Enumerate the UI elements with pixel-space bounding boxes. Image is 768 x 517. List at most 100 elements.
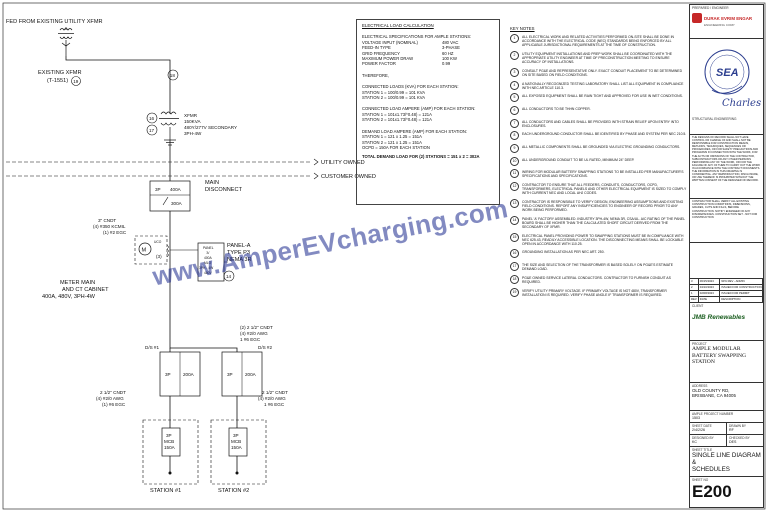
cndt-3in-line-1: 3" CNDT [98, 218, 116, 223]
key-note-number-bubble: 5 [510, 93, 519, 103]
address-line-2: BRISBANE, CA 94005 [692, 393, 736, 398]
key-note-number-bubble: 16 [510, 249, 519, 259]
station-1-load-dot [168, 471, 172, 475]
contractor-note-cell: CONTRACTOR SHALL VERIFY ALL EXISTING CON… [690, 199, 763, 243]
key-note-bubble-16 [146, 112, 158, 124]
revision-desc: ISSUED FOR CONSTRUCTION [721, 285, 763, 290]
cndt-25-top-line-3: 1 #6 EGC [240, 337, 261, 342]
sheet-title-label: SHEET TITLE [692, 448, 713, 452]
key-note-number-bubble: 1 [510, 34, 519, 44]
calc-amp-line: STATION 1 = 101x1.73/*0.48) = 121A [362, 111, 432, 117]
key-note-text: CONTRACTOR IS RESPONSIBLE TO VERIFY DESI… [522, 199, 684, 212]
key-note-text: CONSULT PG&E AND REPRESENTATIVE ONLY. EX… [522, 68, 683, 77]
bubble-18-label: 18 [170, 73, 176, 78]
bubble-17-label: 17 [149, 128, 155, 133]
spec-key: GRID FREQUENCY [362, 50, 400, 56]
revision-desc: 90% REV - ADMIN [720, 279, 763, 284]
key-note-number-bubble: 13 [510, 198, 519, 208]
revision-no: REV [690, 297, 699, 302]
key-note-number-bubble: 6 [510, 106, 519, 115]
panel-a-label-2: TYPE P3 [227, 250, 250, 256]
calc-therefore: THEREFORE, [362, 72, 389, 78]
project-cell: PROJECT AMPLE MODULAR BATTERY SWAPPING S… [690, 341, 763, 383]
key-note-text: ALL UNDERGROUND CONDUIT TO BE UL RATED, … [522, 157, 635, 162]
client-cell: CLIENT JMB Renewables [690, 303, 763, 341]
calc-demand-line: STATION 1 = 121 x 1.25 = 151A [362, 134, 422, 140]
panel-box-line-2: 'A' [206, 251, 210, 255]
calc-demand-line: STATION 2 = 121 x 1.25 = 151A [362, 139, 422, 145]
key-note-text: GROUNDING INSTALLATION AS PER NEC ART. 2… [522, 250, 605, 255]
designed-by-field: DESIGNED BY KC [690, 435, 727, 446]
spec-key: VOLTAGE INPUT (NOMINAL) [362, 39, 418, 45]
main-disconnect-amps: 400A [170, 187, 182, 192]
key-note-number-bubble: 8 [510, 131, 519, 141]
key-note-number-bubble: 3 [510, 67, 519, 77]
cndt-25-top-line-1: (2) 2 1/2" CNDT [240, 325, 273, 330]
revision-no: 2 [690, 285, 699, 290]
main-disconnect-label-2: DISCONNECT [205, 187, 243, 193]
key-notes-header: KEY NOTES [510, 26, 535, 31]
panel-box-line-5: 3PH - 4W [199, 266, 214, 270]
calc-demand-line: OCPD = 150A FOR EACH STATION [362, 144, 430, 150]
revision-desc: DESCRIPTION [720, 297, 763, 302]
project-name-1: AMPLE MODULAR [692, 346, 741, 352]
panel-a-label-1: PANEL-A [227, 243, 251, 249]
sheet-date-label: SHEET DATE [692, 424, 712, 428]
spec-value: 100 KW [442, 56, 457, 62]
panel-a-label-3: NEMA 3R [227, 257, 252, 263]
main-disconnect-box [149, 180, 191, 212]
calc-spec-row: VOLTAGE INPUT (NOMINAL) 480 VAC [362, 40, 494, 45]
revision-date: 04/10/2023 [699, 285, 721, 290]
revision-no: 1 [690, 291, 699, 296]
sheet-no-label: SHEET NO [692, 478, 709, 482]
sheet-number-cell: SHEET NO E200 [690, 477, 763, 509]
calc-title: ELECTRICAL LOAD CALCULATION [362, 23, 434, 28]
key-note-text: ALL CONDUCTORS AND CABLES SHALL BE PROVI… [522, 119, 679, 128]
cndt-3in-line-3: (1) #2 EGC [103, 230, 127, 235]
job-number: 1503 [692, 416, 700, 420]
key-note-text: WIRING FOR MODULAR BATTERY SWAPPING STAT… [522, 170, 684, 179]
key-note-number-bubble: 17 [510, 262, 519, 272]
customer-owned-arrow-icon [313, 172, 319, 180]
key-note-number-bubble: 19 [510, 287, 519, 297]
designed-checked-cell: DESIGNED BY KC CHECKED BY DES [690, 435, 763, 447]
key-note-number-bubble: 10 [510, 156, 519, 166]
sheet-title-cell: SHEET TITLE SINGLE LINE DIAGRAM & SCHEDU… [690, 447, 763, 477]
sheet-date-field: SHEET DATE 2/4/2/26 [690, 423, 727, 434]
key-note-bubble-18 [167, 69, 179, 81]
station-1-mcb-box [161, 427, 181, 457]
spec-value: 60 HZ [442, 50, 454, 56]
cndt-left-line-1: 2 1/2" CNDT [100, 390, 126, 395]
meter-symbol [138, 242, 152, 256]
meter-m-label: M [142, 248, 147, 254]
copyright-cell: THE DESIGNS OF RECORD SHALL NOT HAVE CON… [690, 135, 763, 199]
project-name-2: BATTERY SWAPPING [692, 352, 747, 359]
panel-box-line-6: 480V [204, 271, 213, 275]
disconnect-switch-icon [162, 196, 169, 206]
address-label: ADDRESS [692, 384, 708, 388]
spec-value: 480 VAC [442, 39, 459, 45]
key-note-number-bubble: 15 [510, 232, 519, 242]
calc-spec-header: ELECTRICAL SPECIFICATIONS FOR AMPLE STAT… [362, 34, 472, 40]
key-note-bubble-14 [223, 270, 235, 282]
main-disconnect-fuse: 300A [171, 201, 183, 206]
prepared-by-label: PREPARED / ENGINEER [692, 6, 729, 10]
